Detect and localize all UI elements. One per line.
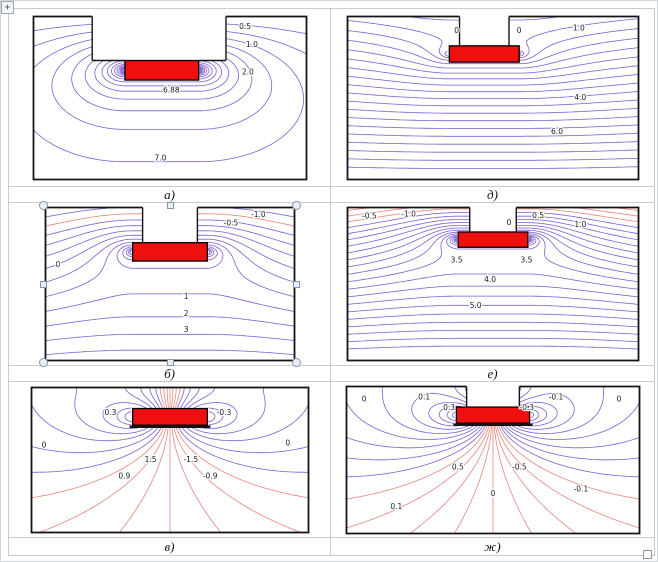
caption-cell-e: е) bbox=[331, 366, 654, 382]
figure-wrapper-zh: 0 0.1 0.3 -0.3 -0.1 0 0.5 -0.5 0 0.1 -0.1 bbox=[344, 384, 641, 535]
svg-text:0.5: 0.5 bbox=[239, 22, 251, 31]
svg-text:-0.3: -0.3 bbox=[216, 407, 231, 416]
figure-caption-zh: ж) bbox=[484, 538, 501, 554]
figure-wrapper-v: 0 0.3 -0.3 0 1.5 -1.5 0.9 -0.9 bbox=[29, 385, 310, 534]
svg-text:1.0: 1.0 bbox=[245, 40, 257, 49]
caption-cell-a: а) bbox=[9, 187, 331, 203]
contour-plot-a[interactable]: 0.5 1.0 2.0 6.88 7.0 bbox=[31, 14, 308, 181]
selection-handle-e[interactable] bbox=[292, 281, 300, 288]
table-move-handle-icon[interactable]: + bbox=[1, 1, 14, 14]
selection-handle-ne[interactable] bbox=[291, 201, 301, 210]
svg-text:0: 0 bbox=[361, 394, 366, 403]
figure-caption-a: а) bbox=[164, 186, 175, 202]
svg-text:7.0: 7.0 bbox=[154, 153, 166, 162]
svg-text:3: 3 bbox=[183, 325, 188, 334]
svg-text:4.0: 4.0 bbox=[574, 93, 586, 102]
svg-text:0.1: 0.1 bbox=[390, 502, 402, 511]
svg-text:4.0: 4.0 bbox=[484, 275, 496, 284]
svg-text:-0.3: -0.3 bbox=[519, 402, 534, 411]
svg-text:0: 0 bbox=[516, 26, 521, 35]
svg-text:0: 0 bbox=[616, 394, 621, 403]
svg-text:1: 1 bbox=[183, 292, 188, 301]
figure-wrapper-e: -0.5 -1.0 0 0.5 1.0 3.5 3.5 4.0 5.0 bbox=[345, 206, 640, 362]
figure-cell-e: -0.5 -1.0 0 0.5 1.0 3.5 3.5 4.0 5.0 bbox=[331, 203, 654, 366]
svg-text:6.88: 6.88 bbox=[163, 85, 180, 94]
figure-cell-zh: 0 0.1 0.3 -0.3 -0.1 0 0.5 -0.5 0 0.1 -0.1 bbox=[331, 382, 654, 538]
caption-cell-b: б) bbox=[9, 366, 331, 382]
contour-plot-zh[interactable]: 0 0.1 0.3 -0.3 -0.1 0 0.5 -0.5 0 0.1 -0.1 bbox=[344, 384, 641, 535]
selection-handle-nw[interactable] bbox=[38, 201, 48, 210]
contour-plot-b[interactable]: -1.0 -0.5 0 1 2 3 bbox=[43, 206, 296, 362]
svg-text:2: 2 bbox=[183, 309, 188, 318]
selected-figure-wrapper-b: -1.0 -0.5 0 1 2 3 bbox=[38, 201, 301, 367]
svg-text:0.3: 0.3 bbox=[104, 407, 116, 416]
svg-text:1.5: 1.5 bbox=[144, 455, 156, 464]
contour-plot-e[interactable]: -0.5 -1.0 0 0.5 1.0 3.5 3.5 4.0 5.0 bbox=[345, 206, 640, 362]
caption-cell-v: в) bbox=[9, 538, 331, 555]
caption-cell-zh: ж) bbox=[331, 538, 654, 555]
selection-handle-sw[interactable] bbox=[38, 358, 48, 367]
svg-text:5.0: 5.0 bbox=[469, 301, 481, 310]
selection-handle-n[interactable] bbox=[166, 202, 174, 209]
svg-text:-1.0: -1.0 bbox=[401, 209, 416, 218]
svg-text:0: 0 bbox=[506, 218, 511, 227]
figure-wrapper-a: 0.5 1.0 2.0 6.88 7.0 bbox=[31, 14, 308, 181]
figure-caption-v: в) bbox=[164, 538, 175, 554]
svg-text:1.0: 1.0 bbox=[574, 220, 586, 229]
svg-text:-1.0: -1.0 bbox=[251, 210, 266, 219]
svg-text:0: 0 bbox=[454, 26, 459, 35]
svg-text:3.5: 3.5 bbox=[450, 255, 462, 264]
svg-text:0: 0 bbox=[285, 438, 290, 447]
svg-text:0.9: 0.9 bbox=[118, 471, 130, 480]
figure-cell-d: 0 0 1.0 4.0 6.0 bbox=[331, 9, 654, 187]
svg-text:0.5: 0.5 bbox=[532, 211, 544, 220]
svg-text:-0.1: -0.1 bbox=[573, 484, 588, 493]
selection-handle-w[interactable] bbox=[39, 281, 47, 288]
svg-text:6.0: 6.0 bbox=[551, 127, 563, 136]
svg-text:1.0: 1.0 bbox=[572, 23, 584, 32]
svg-text:0: 0 bbox=[490, 488, 495, 497]
figure-wrapper-d: 0 0 1.0 4.0 6.0 bbox=[345, 14, 640, 181]
svg-text:-0.5: -0.5 bbox=[223, 219, 238, 228]
svg-text:-0.9: -0.9 bbox=[202, 471, 217, 480]
svg-text:-1.5: -1.5 bbox=[183, 455, 198, 464]
selection-handle-se[interactable] bbox=[291, 358, 301, 367]
figure-caption-e: е) bbox=[487, 365, 498, 381]
contour-plot-d[interactable]: 0 0 1.0 4.0 6.0 bbox=[345, 14, 640, 181]
svg-text:3.5: 3.5 bbox=[520, 255, 532, 264]
svg-text:0: 0 bbox=[55, 260, 60, 269]
figure-caption-b: б) bbox=[164, 365, 175, 381]
selection-handle-s[interactable] bbox=[166, 359, 174, 366]
svg-text:0: 0 bbox=[41, 440, 46, 449]
svg-text:-0.1: -0.1 bbox=[548, 392, 563, 401]
svg-text:0.5: 0.5 bbox=[451, 462, 463, 471]
svg-text:0.3: 0.3 bbox=[443, 402, 455, 411]
figure-cell-a: 0.5 1.0 2.0 6.88 7.0 bbox=[9, 9, 331, 187]
figure-caption-d: д) bbox=[487, 186, 498, 202]
figure-cell-b: -1.0 -0.5 0 1 2 3 bbox=[9, 201, 331, 367]
svg-text:-0.5: -0.5 bbox=[362, 212, 377, 221]
contour-plot-v[interactable]: 0 0.3 -0.3 0 1.5 -1.5 0.9 -0.9 bbox=[29, 385, 310, 534]
svg-text:2.0: 2.0 bbox=[241, 67, 253, 76]
caption-cell-d: д) bbox=[331, 187, 654, 203]
svg-text:-0.5: -0.5 bbox=[512, 462, 527, 471]
svg-text:0.1: 0.1 bbox=[418, 392, 430, 401]
figure-cell-v: 0 0.3 -0.3 0 1.5 -1.5 0.9 -0.9 bbox=[9, 382, 331, 538]
table-resize-handle[interactable] bbox=[643, 550, 652, 559]
